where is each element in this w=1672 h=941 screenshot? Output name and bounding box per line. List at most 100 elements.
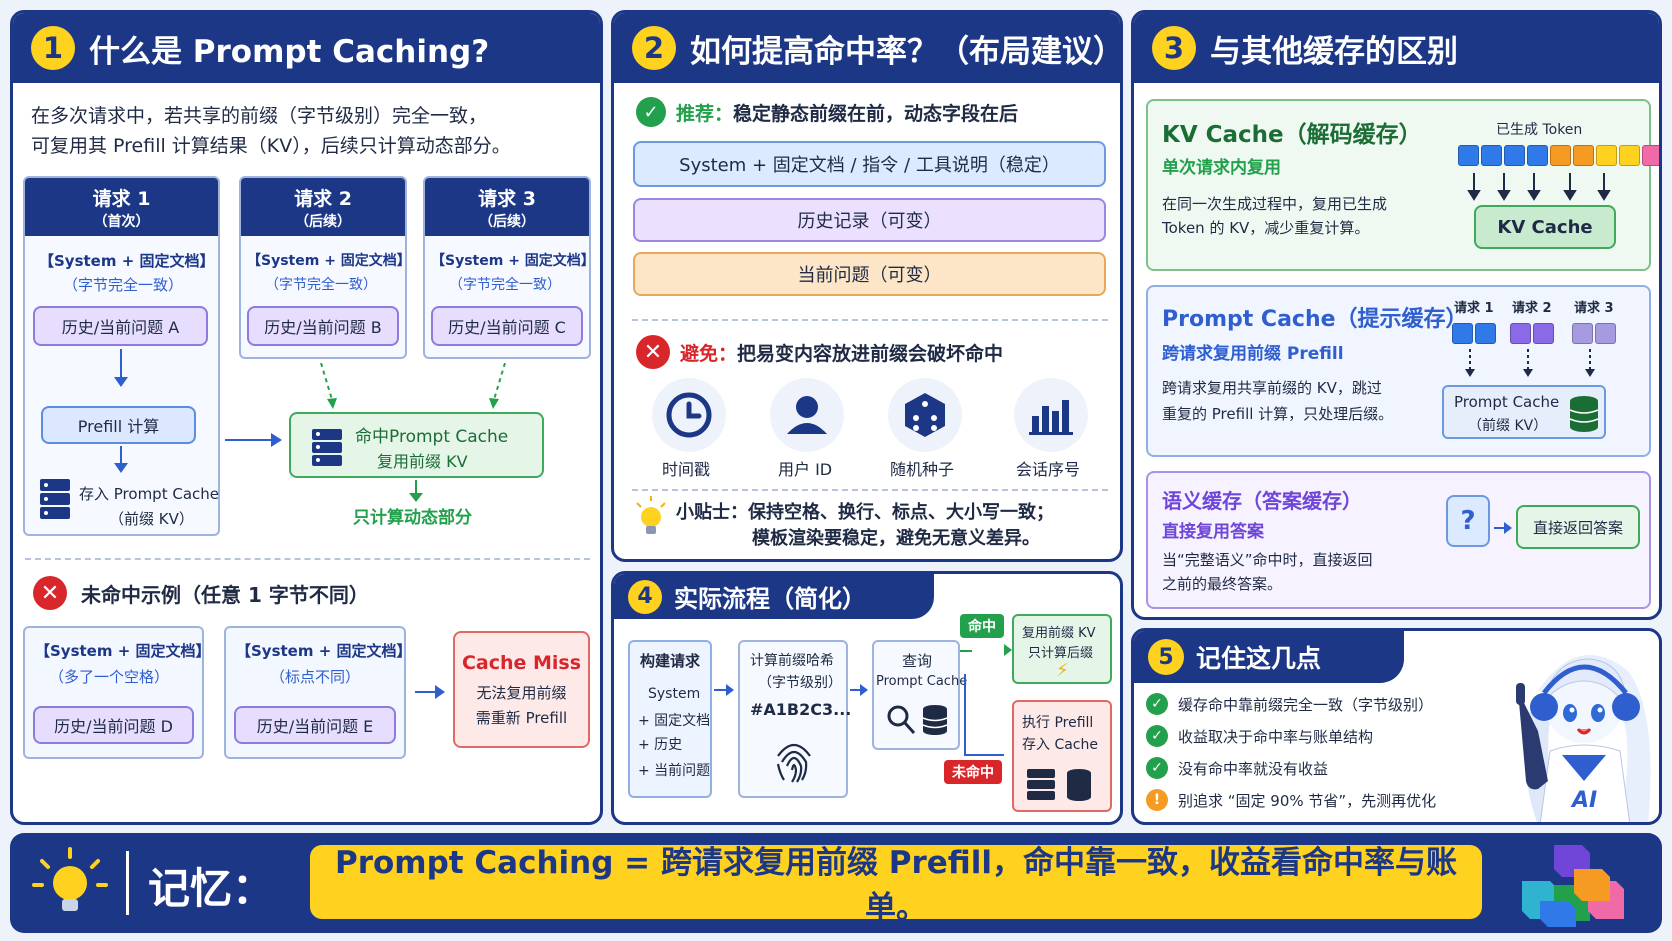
miss-header: ✕ 未命中示例（任意 1 字节不同） bbox=[33, 576, 369, 610]
panel-title: 记住这几点 bbox=[1196, 644, 1322, 673]
warning-icon: ! bbox=[1146, 789, 1168, 811]
cache-miss-line: 需重新 Prefill bbox=[475, 708, 568, 727]
user-icon bbox=[770, 378, 844, 452]
byte-identical-note: （字节完全一致） bbox=[449, 277, 561, 293]
layout-static-prefix: System + 固定文档 / 指令 / 工具说明（稳定） bbox=[633, 141, 1106, 187]
footer-banner: 记忆： Prompt Caching = 跨请求复用前缀 Prefill，命中靠… bbox=[10, 833, 1662, 933]
panel-header: 2 如何提高命中率？（布局建议） bbox=[614, 13, 1120, 83]
panel-title: 实际流程（简化） bbox=[674, 585, 866, 613]
flow-hit-result: 复用前缀 KV 只计算后缀 ⚡ bbox=[1012, 614, 1112, 684]
bar-chart-icon bbox=[1014, 378, 1088, 452]
server-icon bbox=[312, 429, 342, 466]
lightning-icon: ⚡ bbox=[1056, 660, 1069, 681]
token-squares bbox=[1458, 145, 1659, 166]
flow-step-title: 查询 bbox=[902, 652, 933, 670]
flow-step-title: 构建请求 bbox=[640, 652, 701, 670]
pc-desc-1: 跨请求复用共享前缀的 KV，跳过 bbox=[1162, 379, 1382, 397]
blocks-icon bbox=[1522, 845, 1624, 927]
question-box: 历史/当前问题 D bbox=[33, 706, 194, 744]
store-cache-label: 存入 Prompt Cache bbox=[79, 485, 219, 503]
fixed-prefix-label: 【System + 固定文档】 bbox=[39, 252, 215, 270]
miss-line: 存入 Cache bbox=[1022, 737, 1098, 753]
fixed-prefix-label: 【System + 固定文档】 bbox=[35, 642, 211, 660]
panel-title: 如何提高命中率？（布局建议） bbox=[690, 33, 1123, 70]
error-icon: ✕ bbox=[636, 335, 670, 369]
database-icon bbox=[1067, 769, 1091, 801]
prefill-box: Prefill 计算 bbox=[41, 406, 196, 444]
remember-item: 没有命中率就没有收益 bbox=[1178, 759, 1329, 778]
check-icon: ✓ bbox=[1146, 725, 1168, 747]
kv-cache-box: KV Cache bbox=[1474, 205, 1616, 249]
flow-hash: 计算前缀哈希 （字节级别） #A1B2C3... bbox=[738, 640, 852, 798]
cache-hit-title: 命中Prompt Cache bbox=[355, 427, 509, 447]
flow-step-sub: （字节级别） bbox=[758, 675, 842, 691]
miss-title: 未命中示例（任意 1 字节不同） bbox=[81, 582, 369, 607]
pc-request-label: 请求 1 bbox=[1454, 301, 1494, 316]
generated-token-label: 已生成 Token bbox=[1496, 122, 1583, 138]
icon-label-timestamp: 时间戳 bbox=[662, 460, 711, 479]
panel-what-is: 1 什么是 Prompt Caching? 在多次请求中，若共享的前缀（字节级别）… bbox=[10, 10, 603, 825]
pc-request-label: 请求 2 bbox=[1512, 301, 1552, 316]
avoid-label: 避免： bbox=[680, 342, 738, 365]
flow-line: System bbox=[648, 686, 701, 702]
panel-title: 什么是 Prompt Caching? bbox=[89, 33, 490, 70]
hit-line: 只计算后缀 bbox=[1028, 646, 1094, 661]
miss-card-2: 【System + 固定文档】 （标点不同） 历史/当前问题 E bbox=[224, 626, 412, 759]
tip-line-2: 模板渲染要稳定，避免无意义差异。 bbox=[752, 528, 1040, 549]
fixed-prefix-label: 【System + 固定文档】 bbox=[431, 253, 595, 269]
avoid-text: 把易变内容放进前缀会破坏命中 bbox=[737, 342, 1004, 365]
dynamic-only-label: 只计算动态部分 bbox=[353, 508, 472, 528]
request-card-1: 请求 1 （首次） 【System + 固定文档】 （字节完全一致） 历史/当前… bbox=[23, 176, 220, 536]
pc-request-label: 请求 3 bbox=[1574, 301, 1614, 316]
dice-icon bbox=[888, 378, 962, 452]
mascot-ai-text: AI bbox=[1570, 788, 1597, 813]
request-subtitle: （首次） bbox=[93, 213, 150, 230]
cache-miss-box: Cache Miss 无法复用前缀 需重新 Prefill bbox=[453, 631, 590, 748]
icon-label-session-seq: 会话序号 bbox=[1016, 460, 1081, 479]
request-card-2: 请求 2 （后续） 【System + 固定文档】 （字节完全一致） 历史/当前… bbox=[239, 176, 411, 359]
miss-card-1: 【System + 固定文档】 （多了一个空格） 历史/当前问题 D bbox=[23, 626, 211, 759]
pc-box-title: Prompt Cache bbox=[1454, 393, 1560, 411]
panel-header: 5 记住这几点 bbox=[1134, 631, 1404, 683]
question-box: 历史/当前问题 E bbox=[234, 706, 396, 744]
prompt-cache-card: Prompt Cache（提示缓存） 跨请求复用前缀 Prefill 跨请求复用… bbox=[1146, 285, 1651, 457]
fixed-prefix-label: 【System + 固定文档】 bbox=[236, 642, 412, 660]
icon-label-user-id: 用户 ID bbox=[778, 460, 833, 479]
question-box: 历史/当前问题 C bbox=[431, 306, 583, 346]
lightbulb-icon bbox=[636, 496, 666, 534]
flow-line: + 固定文档 bbox=[638, 713, 711, 729]
pc-box-sub: （前缀 KV） bbox=[1468, 418, 1548, 434]
search-icon bbox=[887, 705, 916, 735]
tip-line-1: 小贴士：保持空格、换行、标点、大小写一致； bbox=[676, 502, 1054, 523]
intro-line-2: 可复用其 Prefill 计算结果（KV），后续只计算动态部分。 bbox=[31, 135, 511, 157]
kv-title: KV Cache（解码缓存） bbox=[1162, 122, 1422, 148]
fingerprint-icon bbox=[776, 743, 811, 783]
recommend-label: 推荐： bbox=[676, 102, 734, 125]
flow-line: + 当前问题 bbox=[638, 763, 711, 779]
server-icon bbox=[40, 479, 70, 519]
dashed-arrows bbox=[320, 363, 506, 409]
remember-item: 缓存命中靠前缀完全一致（字节级别） bbox=[1178, 695, 1434, 714]
miss-line: 执行 Prefill bbox=[1022, 715, 1094, 731]
step-number: 2 bbox=[632, 26, 676, 70]
fixed-prefix-label: 【System + 固定文档】 bbox=[247, 253, 411, 269]
cache-miss-title: Cache Miss bbox=[461, 651, 582, 674]
sc-subtitle: 直接复用答案 bbox=[1162, 522, 1264, 542]
hit-line: 复用前缀 KV bbox=[1022, 626, 1096, 641]
hash-value: #A1B2C3... bbox=[750, 700, 852, 719]
flow-step-title: 计算前缀哈希 bbox=[750, 653, 834, 669]
divider bbox=[126, 851, 129, 915]
pc-cache-box: Prompt Cache （前缀 KV） bbox=[1442, 385, 1606, 439]
kv-cache-card: KV Cache（解码缓存） 单次请求内复用 在同一次生成过程中，复用已生成 T… bbox=[1146, 99, 1659, 271]
intro-line-1: 在多次请求中，若共享的前缀（字节级别）完全一致， bbox=[31, 105, 488, 127]
sc-desc-2: 之前的最终答案。 bbox=[1162, 575, 1283, 593]
step-number: 1 bbox=[31, 26, 75, 70]
miss-reason: （标点不同） bbox=[270, 668, 361, 686]
store-cache-sub: （前缀 KV） bbox=[109, 510, 194, 528]
step-number: 5 bbox=[1148, 639, 1184, 675]
check-icon: ✓ bbox=[1146, 693, 1168, 715]
check-icon: ✓ bbox=[636, 97, 666, 127]
request-title: 请求 2 bbox=[294, 187, 352, 210]
step-number: 4 bbox=[628, 579, 662, 614]
